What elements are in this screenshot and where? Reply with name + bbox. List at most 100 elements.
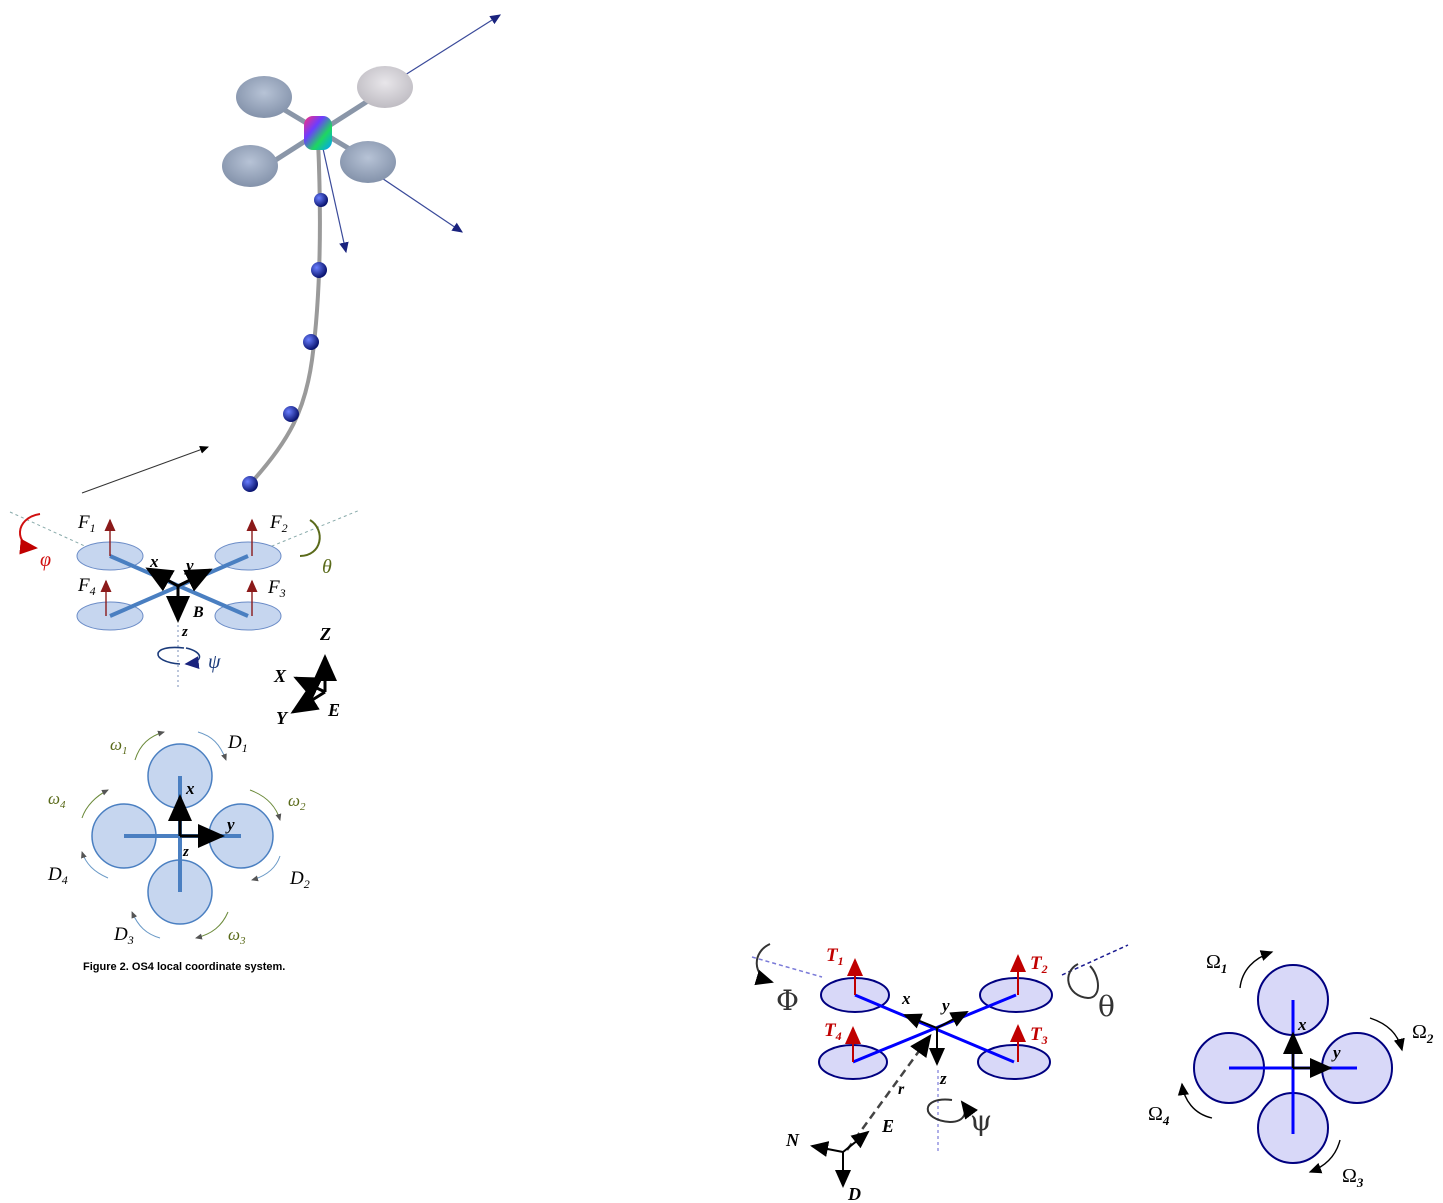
label-N: N [785,1130,800,1150]
label-omega4: ω [48,789,60,808]
label-right-phi: Φ [776,984,799,1017]
label-omega3: ω [228,925,240,944]
roll-rotation-arrow [19,513,41,555]
svg-text:T2: T2 [1030,953,1048,976]
rotor-front-left [236,76,292,118]
label-right-y: y [940,996,950,1015]
label-theta: θ [322,556,332,578]
wind-arrow [81,445,209,494]
body-y-arrow [177,568,213,592]
label-T1: T [826,945,839,966]
label-right-x: x [901,989,911,1008]
right-Omega2-arrow [1369,1017,1405,1052]
label-D4: D [47,864,62,885]
label-right-top-x: x [1297,1015,1307,1034]
label-body-x: x [149,552,159,571]
svg-text:ω2: ω2 [288,791,306,813]
svg-text:ω1: ω1 [110,735,128,757]
label-r: r [898,1081,905,1098]
right-pitch-axis [1061,944,1129,976]
label-D1: D [227,732,242,753]
label-F4: F [77,575,90,596]
svg-text:Ω4: Ω4 [1148,1103,1170,1128]
label-right-z: z [939,1069,947,1088]
roll-axis [9,511,101,554]
svg-text:ω4: ω4 [48,789,66,811]
figure-caption: Figure 2. OS4 local coordinate system. [83,961,285,973]
omega4-arrow [81,789,109,819]
label-Omega1: Ω [1206,951,1221,973]
right-Omega3-arrow [1308,1139,1341,1174]
right-roll-rotation [754,943,774,986]
tether-cable [248,139,322,486]
label-Omega2: Ω [1412,1021,1427,1043]
label-phi: φ [40,549,51,571]
right-roll-axis [751,956,823,978]
label-right-top-y: y [1331,1043,1341,1062]
omega3-arrow [195,911,229,940]
label-right-psi: ψ [970,1104,992,1137]
svg-text:F2: F2 [269,512,288,535]
label-E: E [881,1116,894,1136]
svg-text:T4: T4 [824,1020,842,1043]
tether-node-3 [303,334,319,350]
yaw-rotation-arrow [157,646,185,665]
earth-Y-arrow [290,689,326,714]
omega2-arrow [249,789,282,821]
omega1-arrow [134,730,165,761]
label-top-x: x [185,779,195,798]
svg-text:F1: F1 [77,512,96,535]
label-T4: T [824,1020,837,1041]
svg-text:F4: F4 [77,575,96,598]
svg-text:F3: F3 [267,577,286,600]
svg-text:D2: D2 [289,868,310,891]
right-yaw-rotation [926,1098,978,1124]
label-earth-origin: E [327,700,340,720]
drag3-arrow [131,911,161,939]
label-omega2: ω [288,791,300,810]
label-omega1: ω [110,735,122,754]
drag4-arrow [81,851,109,879]
svg-text:T3: T3 [1030,1024,1048,1047]
label-T2: T [1030,953,1043,974]
label-F2: F [269,512,282,533]
body-x-arrow [145,567,179,592]
svg-text:D1: D1 [227,732,248,755]
os4-top-view: x y z ω1 ω2 ω3 ω4 D1 D2 D3 D4 Figure 2. … [47,730,310,973]
label-top-z: z [182,844,189,860]
label-T3: T [1030,1024,1043,1045]
label-Omega3: Ω [1342,1165,1357,1187]
label-top-y: y [225,815,235,834]
earth-E-arrow [842,1130,870,1153]
label-earth-X: X [273,666,287,686]
hub [304,116,332,150]
label-right-theta: θ [1098,990,1115,1023]
svg-text:Ω3: Ω3 [1342,1165,1364,1190]
label-F3: F [267,577,280,598]
label-F1: F [77,512,90,533]
right-arm-b [852,993,1017,1064]
label-psi: ψ [208,651,221,673]
right-x-arrow [903,1013,938,1029]
label-body-z: z [181,624,188,640]
earth-N-arrow [810,1141,844,1157]
position-vector-r [845,1033,932,1151]
rotor-front-right [357,66,413,108]
label-earth-Z: Z [319,624,331,644]
os4-side-view: F1 F2 F4 F3 φ θ ψ x y z B Z X Y E [9,509,361,728]
svg-text:D4: D4 [47,864,68,887]
label-body-y: y [184,556,194,575]
label-D: D [847,1184,861,1203]
label-D3: D [113,924,128,945]
label-D2: D [289,868,304,889]
right-Omega4-arrow [1177,1082,1213,1119]
right-Omega1-arrow [1239,950,1274,989]
pitch-axis [254,509,361,554]
drag1-arrow [197,731,227,761]
right-side-view: T1 T2 T4 T3 Φ θ ψ x y z r N E D [751,943,1129,1203]
svg-text:T1: T1 [826,945,844,968]
label-Omega4: Ω [1148,1103,1163,1125]
rotor-back-right [340,141,396,183]
tether-node-4 [283,406,299,422]
